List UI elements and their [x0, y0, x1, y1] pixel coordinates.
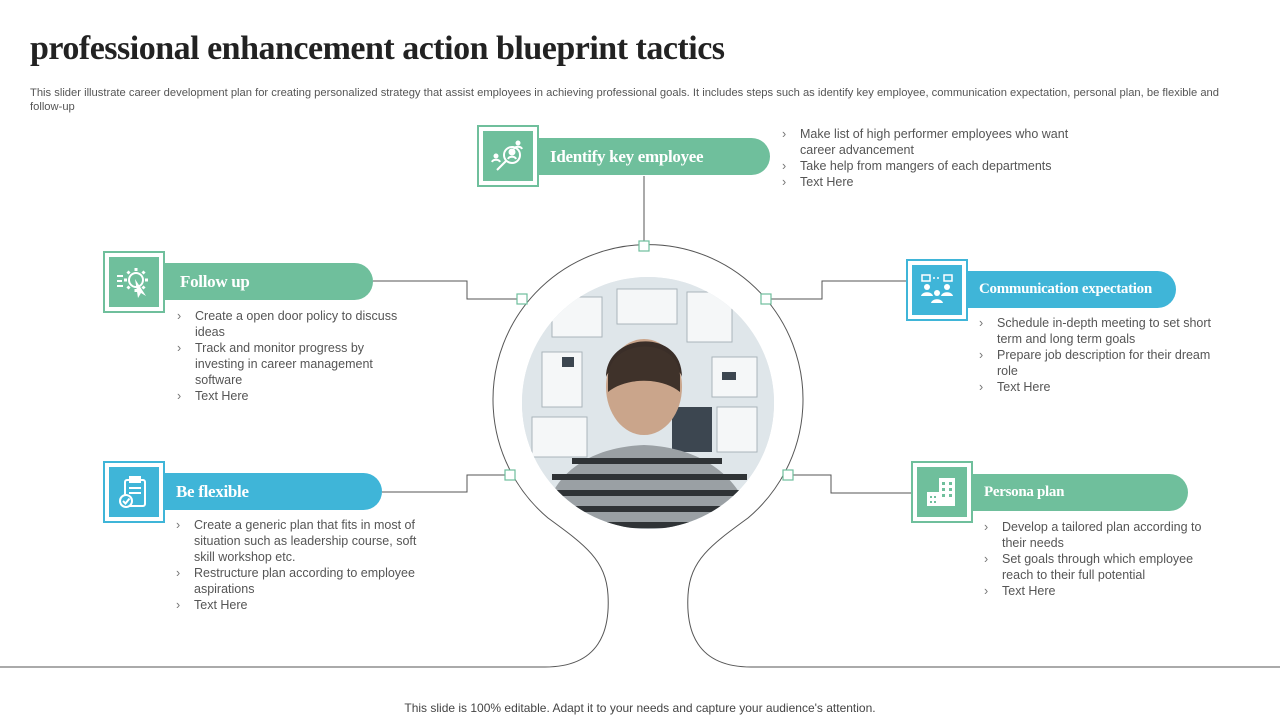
- node-followup: [516, 293, 528, 305]
- node-communication: [760, 293, 772, 305]
- identify-icon-box: [477, 125, 539, 187]
- identify-key-employee-text: Identify key employee: [550, 147, 704, 166]
- line-flexible: [382, 474, 510, 493]
- be-flexible-bullet-list: Create a generic plan that fits in most …: [174, 517, 434, 613]
- node-flexible: [504, 469, 516, 481]
- communication-icon-box: [906, 259, 968, 321]
- follow-up-label: Follow up: [160, 263, 373, 300]
- follow-up-text: Follow up: [180, 272, 250, 291]
- list-item: Text Here: [977, 379, 1229, 395]
- persona-plan-text: Persona plan: [984, 484, 1065, 500]
- node-identify: [638, 240, 650, 252]
- footer-note: This slide is 100% editable. Adapt it to…: [404, 701, 876, 715]
- list-item: Prepare job description for their dream …: [977, 347, 1229, 379]
- page-subtitle: This slider illustrate career developmen…: [30, 87, 1220, 113]
- search-people-icon: [483, 131, 533, 181]
- be-flexible-icon-box: [103, 461, 165, 523]
- list-item: Develop a tailored plan according to the…: [982, 519, 1227, 551]
- list-item: Make list of high performer employees wh…: [780, 126, 1070, 158]
- list-item: Text Here: [780, 174, 1070, 190]
- communication-expectation-label: Communication expectation: [964, 271, 1176, 308]
- follow-up-bullet-list: Create a open door policy to discuss ide…: [175, 308, 415, 404]
- follow-up-icon-box: [103, 251, 165, 313]
- persona-plan-label: Persona plan: [966, 474, 1188, 511]
- line-persona: [788, 474, 911, 494]
- page-title: professional enhancement action blueprin…: [30, 30, 725, 67]
- gear-cursor-icon: [109, 257, 159, 307]
- list-item: Create a generic plan that fits in most …: [174, 517, 434, 565]
- communication-expectation-text: Communication expectation: [979, 281, 1152, 297]
- identify-bullet-list: Make list of high performer employees wh…: [780, 126, 1070, 190]
- list-item: Set goals through which employee reach t…: [982, 551, 1227, 583]
- be-flexible-label: Be flexible: [158, 473, 382, 510]
- list-item: Track and monitor progress by investing …: [175, 340, 415, 388]
- list-item: Schedule in-depth meeting to set short t…: [977, 315, 1229, 347]
- persona-plan-bullet-list: Develop a tailored plan according to the…: [982, 519, 1227, 599]
- team-communication-icon: [912, 265, 962, 315]
- buildings-icon: [917, 467, 967, 517]
- list-item: Restructure plan according to employee a…: [174, 565, 434, 597]
- be-flexible-text: Be flexible: [176, 482, 249, 501]
- clipboard-check-icon: [109, 467, 159, 517]
- communication-bullet-list: Schedule in-depth meeting to set short t…: [977, 315, 1229, 395]
- list-item: Create a open door policy to discuss ide…: [175, 308, 415, 340]
- line-followup: [373, 280, 522, 300]
- identify-key-employee-label: Identify key employee: [532, 138, 770, 175]
- persona-plan-icon-box: [911, 461, 973, 523]
- line-communication: [766, 280, 906, 300]
- node-persona: [782, 469, 794, 481]
- list-item: Take help from mangers of each departmen…: [780, 158, 1070, 174]
- center-photo: [522, 277, 774, 529]
- list-item: Text Here: [982, 583, 1227, 599]
- list-item: Text Here: [174, 597, 434, 613]
- list-item: Text Here: [175, 388, 415, 404]
